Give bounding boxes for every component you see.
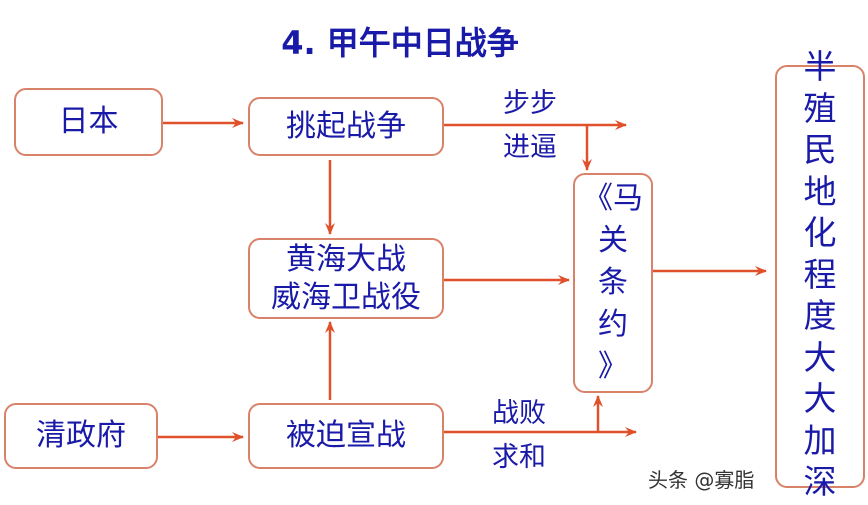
result-char: 民 <box>803 130 837 169</box>
treaty-char: 《马 <box>583 181 643 216</box>
watermark: 头条 @寡脂 <box>648 468 755 492</box>
treaty-char: 约 <box>598 307 628 342</box>
node-battle-line1: 黄海大战 <box>286 241 406 277</box>
result-char: 地 <box>803 171 837 211</box>
node-japan: 日本 <box>14 88 163 156</box>
label-defeat-1: 战败 <box>492 398 546 429</box>
node-provoke-war: 挑起战争 <box>248 97 444 156</box>
treaty-char: 》 <box>598 349 628 384</box>
treaty-char: 条 <box>598 265 628 300</box>
label-advance-2: 进逼 <box>503 132 557 163</box>
result-char: 大 <box>803 379 837 418</box>
node-japan-label: 日本 <box>58 104 119 139</box>
label-advance-1: 步步 <box>503 88 557 119</box>
diagram-title: 4. 甲午中日战争 <box>281 24 519 62</box>
result-char: 度 <box>803 296 837 335</box>
node-result-border <box>775 65 865 488</box>
result-char: 程 <box>803 254 837 294</box>
node-provoke-label: 挑起战争 <box>286 108 406 144</box>
node-qing: 清政府 <box>4 403 158 469</box>
result-char: 半 <box>803 47 837 86</box>
result-char: 化 <box>803 213 837 252</box>
node-qing-label: 清政府 <box>36 418 126 453</box>
node-battle-line2: 威海卫战役 <box>271 279 421 315</box>
node-result: 半 殖 民 地 化 程 度 大 大 加 深 <box>775 45 865 505</box>
node-forced-war: 被迫宣战 <box>248 403 444 469</box>
node-battles: 黄海大战 威海卫战役 <box>248 238 444 319</box>
result-char: 深 <box>803 462 837 501</box>
node-treaty: 《马 关 条 约 》 <box>573 173 653 393</box>
treaty-char: 关 <box>598 223 628 258</box>
result-char: 大 <box>803 337 837 377</box>
node-forced-label: 被迫宣战 <box>286 418 406 453</box>
result-char: 殖 <box>803 88 837 128</box>
label-defeat-2: 求和 <box>492 442 546 473</box>
result-char: 加 <box>803 420 837 460</box>
